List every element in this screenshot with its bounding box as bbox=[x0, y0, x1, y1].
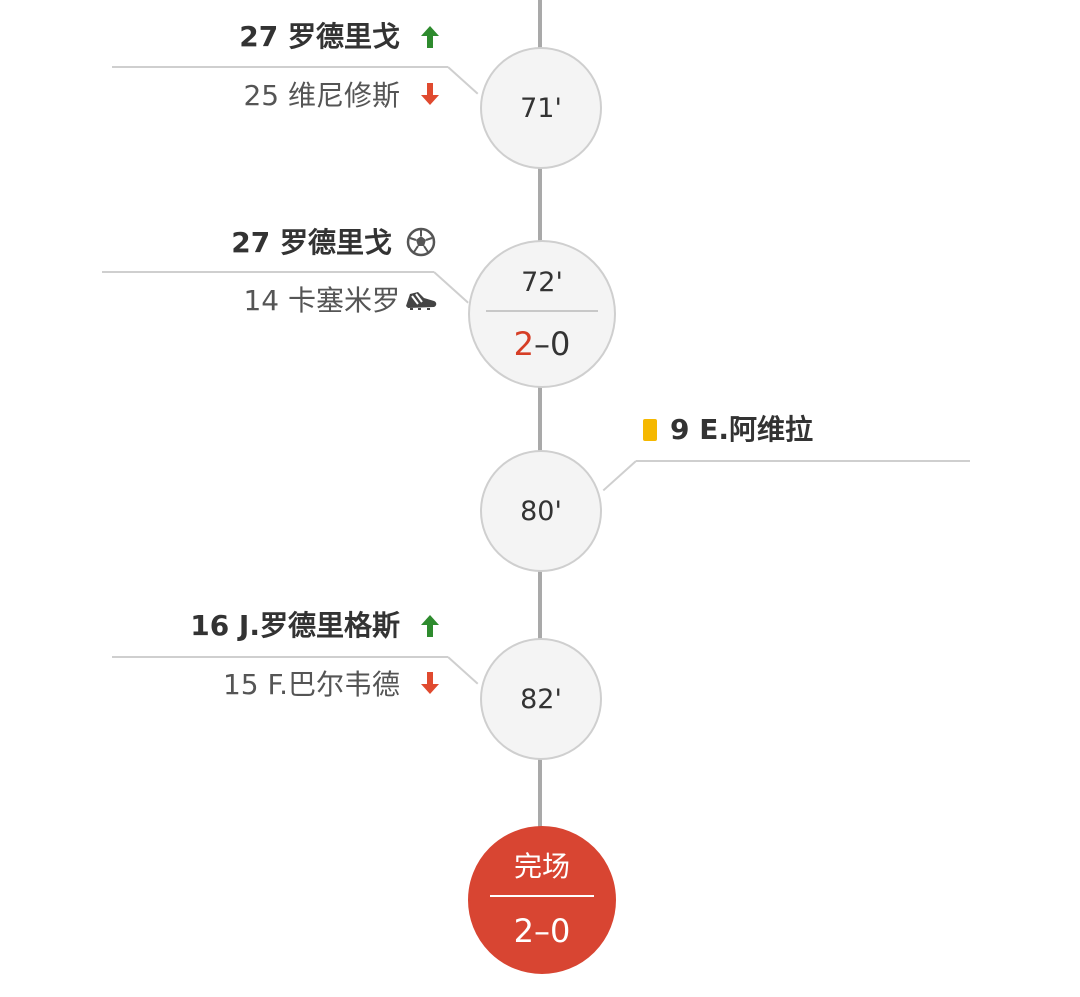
full-time-label: 完场 bbox=[513, 850, 570, 883]
marker-divider bbox=[490, 895, 594, 897]
soccer-ball-icon bbox=[406, 227, 436, 257]
timeline-line bbox=[538, 0, 542, 870]
event-connector bbox=[636, 460, 970, 462]
minute-label: 82' bbox=[520, 683, 562, 715]
score-separator: – bbox=[534, 324, 550, 363]
minute-marker[interactable]: 80' bbox=[480, 450, 602, 572]
event-connector bbox=[447, 656, 479, 685]
sub-in-player: 16 J.罗德里格斯 bbox=[190, 609, 400, 642]
booked-player: 9 E.阿维拉 bbox=[670, 413, 813, 446]
yellow-card-icon bbox=[643, 419, 657, 441]
sub-in-player: 27 罗德里戈 bbox=[239, 20, 400, 53]
event-connector bbox=[102, 271, 434, 273]
score-label: 2–0 bbox=[514, 328, 571, 360]
home-score: 2 bbox=[513, 324, 534, 363]
minute-marker[interactable]: 82' bbox=[480, 638, 602, 760]
goal-scorer: 27 罗德里戈 bbox=[231, 226, 392, 259]
full-time-marker[interactable]: 完场 2–0 bbox=[468, 826, 616, 974]
event-connector bbox=[112, 66, 448, 68]
away-score: 0 bbox=[550, 324, 571, 363]
sub-out-player: 15 F.巴尔韦德 bbox=[222, 668, 400, 701]
boot-icon bbox=[406, 292, 437, 310]
event-connector bbox=[602, 460, 637, 492]
assist-player: 14 卡塞米罗 bbox=[243, 284, 400, 317]
event-connector bbox=[112, 656, 448, 658]
minute-marker[interactable]: 71' bbox=[480, 47, 602, 169]
arrow-up-icon bbox=[421, 26, 439, 48]
minute-label: 80' bbox=[520, 495, 562, 527]
sub-out-player: 25 维尼修斯 bbox=[243, 79, 400, 112]
arrow-up-icon bbox=[421, 615, 439, 637]
minute-label: 71' bbox=[520, 92, 562, 124]
arrow-down-icon bbox=[421, 672, 439, 694]
goal-marker[interactable]: 72' 2–0 bbox=[468, 240, 616, 388]
arrow-down-icon bbox=[421, 83, 439, 105]
final-score: 2–0 bbox=[513, 912, 571, 950]
event-connector bbox=[447, 66, 479, 95]
minute-label: 72' bbox=[521, 266, 563, 298]
event-connector bbox=[433, 271, 469, 304]
marker-divider bbox=[485, 309, 599, 312]
